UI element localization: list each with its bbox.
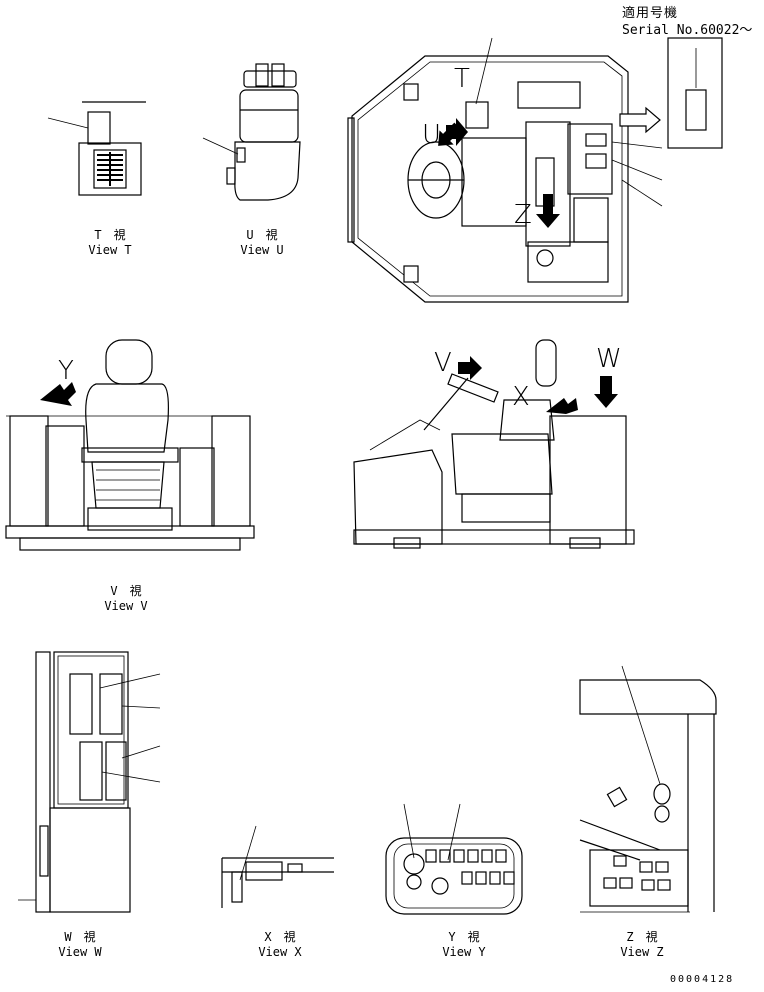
- caption-view-v-jp: V 視: [110, 584, 142, 598]
- caption-view-u-en: View U: [240, 243, 284, 257]
- arrow-letter-z: Z: [514, 200, 532, 230]
- caption-view-z-en: View Z: [620, 945, 664, 959]
- view-v-drawing: [5, 339, 255, 551]
- caption-view-x: X 視 View X: [250, 930, 310, 960]
- caption-view-y: Y 視 View Y: [434, 930, 494, 960]
- drawing-number: 00004128: [670, 974, 735, 985]
- arrow-letter-w: W: [596, 344, 622, 374]
- arrow-letter-x: X: [512, 382, 530, 412]
- caption-view-v: V 視 View V: [96, 584, 156, 614]
- caption-view-u: U 視 View U: [232, 228, 292, 258]
- caption-view-t: T 視 View T: [80, 228, 140, 258]
- caption-view-w-en: View W: [58, 945, 102, 959]
- view-x-drawing: [221, 825, 334, 908]
- view-w-drawing: [18, 651, 161, 913]
- view-t-drawing: [47, 101, 146, 196]
- serial-applicable-label: 適用号機: [622, 6, 679, 21]
- caption-view-y-jp: Y 視: [448, 930, 480, 944]
- view-y-drawing: [385, 803, 523, 915]
- caption-view-w: W 視 View W: [50, 930, 110, 960]
- arrow-letter-y: Y: [58, 356, 74, 386]
- arrow-letter-u: U: [422, 120, 442, 150]
- caption-view-z: Z 視 View Z: [612, 930, 672, 960]
- caption-view-v-en: View V: [104, 599, 148, 613]
- caption-view-t-jp: T 視: [94, 228, 126, 242]
- caption-view-w-jp: W 視: [64, 930, 96, 944]
- caption-view-x-jp: X 視: [264, 930, 296, 944]
- side-view-drawing: [353, 339, 635, 549]
- caption-view-z-jp: Z 視: [626, 930, 658, 944]
- view-z-drawing: [579, 665, 717, 913]
- caption-view-u-jp: U 視: [246, 228, 278, 242]
- caption-view-x-en: View X: [258, 945, 302, 959]
- serial-number-label: Serial No.60022～: [622, 23, 753, 38]
- view-u-drawing: [202, 63, 301, 201]
- caption-view-t-en: View T: [88, 243, 132, 257]
- arrow-letter-t: T: [454, 64, 470, 94]
- top-view-plan-drawing: [347, 37, 723, 303]
- caption-view-y-en: View Y: [442, 945, 486, 959]
- arrow-letter-v: V: [434, 348, 452, 378]
